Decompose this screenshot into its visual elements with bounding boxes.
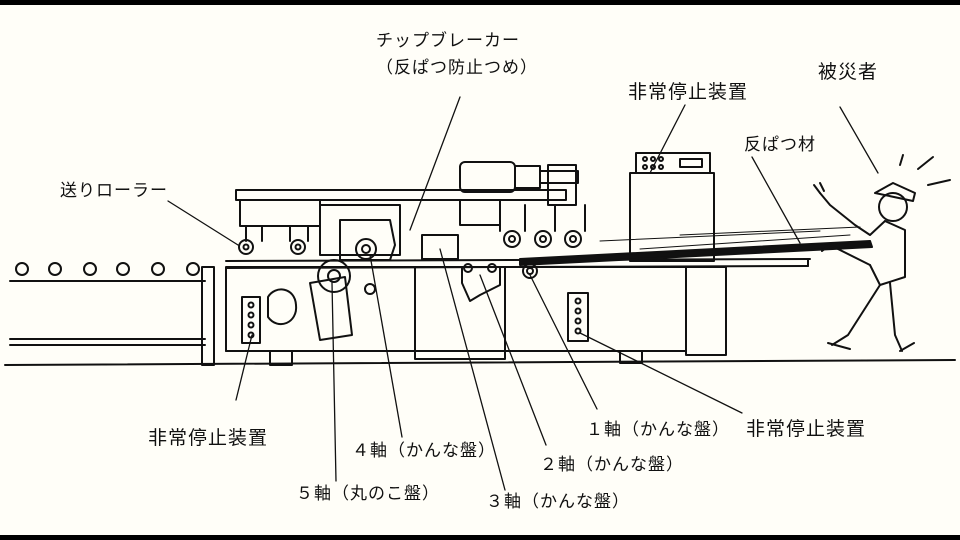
- feed-roller-unit: [235, 189, 567, 256]
- circular-saw-unit: [267, 219, 396, 341]
- label-emergency-stop-right: 非常停止装置: [746, 418, 867, 440]
- work-table: [225, 258, 811, 269]
- label-axis-3: ３軸（かんな盤）: [486, 492, 630, 512]
- upper-spindles: [499, 204, 586, 248]
- conveyor-rollers: [15, 262, 200, 276]
- planer-heads: [421, 234, 538, 302]
- label-feed-roller: 送りローラー: [60, 181, 168, 201]
- machine-diagram: [4, 96, 956, 491]
- label-kickback-material: 反ぱつ材: [744, 135, 816, 155]
- label-axis-5: ５軸（丸のこ盤）: [296, 484, 440, 504]
- label-chip-breaker: チップブレーカー: [376, 31, 520, 51]
- leader-lines: [167, 96, 879, 491]
- label-chip-breaker-sub: （反ぱつ防止つめ）: [376, 58, 538, 78]
- machine-base: [225, 266, 727, 366]
- feed-conveyor-frame: [9, 266, 215, 366]
- label-axis-2: ２軸（かんな盤）: [540, 455, 684, 475]
- kickback-board: [519, 226, 873, 266]
- floor-line: [4, 359, 956, 366]
- illustration-canvas: チップブレーカー （反ぱつ防止つめ） 非常停止装置 被災者 反ぱつ材 送りローラ…: [0, 5, 960, 535]
- victim-figure: [813, 182, 916, 352]
- label-emergency-stop-left: 非常停止装置: [148, 427, 269, 449]
- motor: [459, 161, 579, 226]
- label-emergency-stop-top: 非常停止装置: [628, 81, 749, 103]
- label-axis-1: １軸（かんな盤）: [586, 420, 730, 440]
- impact-marks: [899, 154, 951, 186]
- emergency-stop-panel-right: [567, 292, 589, 342]
- control-cabinet: [629, 152, 715, 262]
- emergency-stop-panel-left: [241, 296, 261, 344]
- label-victim: 被災者: [818, 61, 879, 83]
- label-axis-4: ４軸（かんな盤）: [352, 441, 496, 461]
